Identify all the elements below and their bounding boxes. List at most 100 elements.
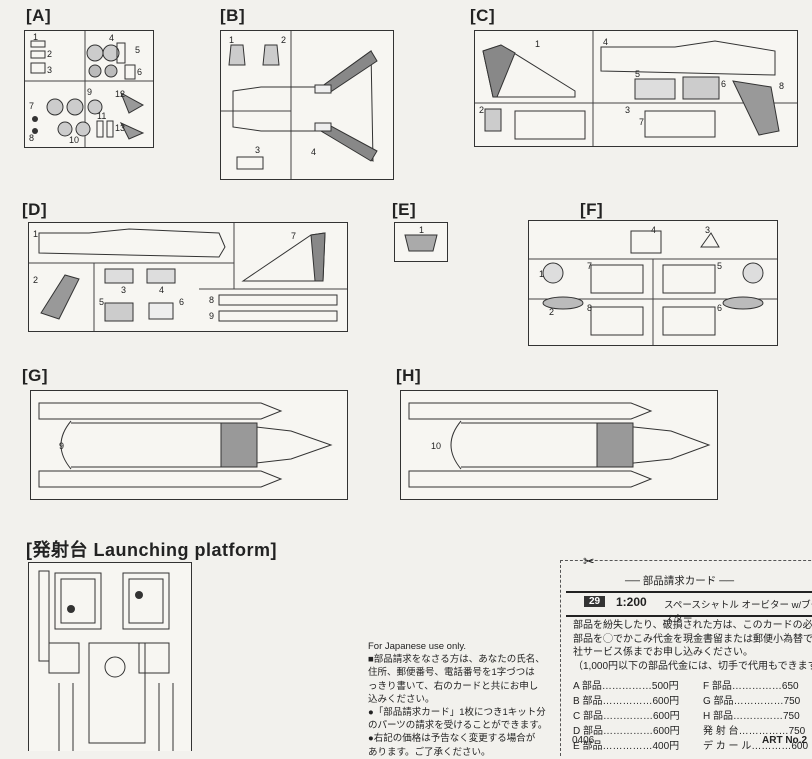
sprue-a: 1 2 3 4 5 6 7 8 9 10 11 12 13 <box>24 30 154 148</box>
sprue-d-rails <box>218 294 338 322</box>
sprue-b-part-4: 4 <box>311 147 316 157</box>
sprue-b-part-3: 3 <box>255 145 260 155</box>
sprue-b-part-1: 1 <box>229 35 234 45</box>
platform-drawing <box>38 570 174 751</box>
sprue-f: 1 2 3 4 5 6 7 8 <box>528 220 778 346</box>
japanese-note-line: ●右記の価格は予告なく変更する場合が <box>368 733 536 745</box>
sprue-c-part-8: 8 <box>779 81 784 91</box>
sprue-c-part-4: 4 <box>603 37 608 47</box>
sprue-d-part-4: 4 <box>159 285 164 295</box>
card-kit-name: スペースシャトル オービター w/ブースター <box>664 600 812 625</box>
sprue-f-part-4: 4 <box>651 225 656 235</box>
art-number: ART No.2 <box>762 735 807 746</box>
sprue-e-part-1: 1 <box>419 225 424 235</box>
sprue-b-drawing: 1 2 3 4 <box>221 31 378 179</box>
sprue-g-part-9: 9 <box>59 441 64 451</box>
sprue-a-label: [A] <box>26 6 52 25</box>
price-value: …………600 <box>751 741 809 752</box>
sprue-c-label: [C] <box>470 6 496 25</box>
price-part: D 部品 <box>573 726 603 737</box>
card-title: ── 部品請求カード ── <box>625 575 735 587</box>
sprue-a-part-13: 13 <box>115 123 125 133</box>
price-row: 発 射 台……………750 <box>703 722 805 737</box>
price-value: ……………650 <box>731 681 799 692</box>
price-row: E 部品……………400円 <box>573 737 679 752</box>
price-part: G 部品 <box>703 696 734 707</box>
sprue-a-part-1: 1 <box>33 32 38 42</box>
sprue-f-part-7: 7 <box>587 261 592 271</box>
sprue-c-part-2: 2 <box>479 105 484 115</box>
price-part: デ カ ー ル <box>703 741 752 752</box>
price-value: ……………750 <box>733 696 801 707</box>
japanese-note-line: っきり書いて、右のカードと共にお申し <box>368 680 539 692</box>
price-part: E 部品 <box>573 741 603 752</box>
sprue-g: 9 <box>30 390 348 500</box>
card-text-line: 社サービス係までお申し込みください。 <box>573 647 753 658</box>
sprue-f-part-1: 1 <box>539 269 544 279</box>
sprue-d-part-5: 5 <box>99 297 104 307</box>
price-part: H 部品 <box>703 711 733 722</box>
sprue-b-part-2: 2 <box>281 35 286 45</box>
japanese-note-line: ●「部品請求カード」1枚につき1キット分 <box>368 707 546 719</box>
sprue-h-part-10: 10 <box>431 441 441 451</box>
sprue-a-part-2: 2 <box>47 49 52 59</box>
card-text-line: 部品を◯でかこみ代金を現金書留または郵便小為替で <box>573 633 812 645</box>
sprue-d-part-2: 2 <box>33 275 38 285</box>
sprue-a-part-12: 12 <box>115 89 125 99</box>
sprue-c-part-1: 1 <box>535 39 540 49</box>
price-value: ……………600円 <box>602 696 680 707</box>
sprue-d-label: [D] <box>22 200 48 219</box>
sprue-c-part-6: 6 <box>721 79 726 89</box>
sprue-e: 1 <box>394 222 448 262</box>
sprue-d-part-7: 7 <box>291 231 296 241</box>
card-scale: 1:200 <box>616 595 647 609</box>
sprue-c-part-3: 3 <box>625 105 630 115</box>
sprue-c-drawing: 1 2 3 4 5 6 7 8 <box>475 31 797 146</box>
price-value: ……………500円 <box>601 681 679 692</box>
price-row: G 部品……………750 <box>703 692 800 707</box>
sprue-d-part-8: 8 <box>209 295 214 305</box>
platform-sprue <box>28 562 192 751</box>
price-row: D 部品……………600円 <box>573 722 680 737</box>
price-row: デ カ ー ル…………600 <box>703 737 808 752</box>
japanese-note-line: のパーツの請求を受けることができます。 <box>368 720 548 732</box>
price-part: C 部品 <box>573 711 603 722</box>
sprue-a-part-11: 11 <box>97 111 106 121</box>
price-part: F 部品 <box>703 681 732 692</box>
card-text-line: 部品を紛失したり、破損された方は、このカードの必 <box>573 620 812 631</box>
japanese-note-line: あります。ご了承ください。 <box>368 746 491 758</box>
sprue-d-part-6: 6 <box>179 297 184 307</box>
sprue-f-part-5: 5 <box>717 261 722 271</box>
sprue-a-part-6: 6 <box>137 67 142 77</box>
sprue-a-part-8: 8 <box>29 133 34 143</box>
sprue-g-drawing: 9 <box>38 402 333 488</box>
sprue-f-part-2: 2 <box>549 307 554 317</box>
sprue-h-label: [H] <box>396 366 422 385</box>
sprue-f-drawing: 1 2 3 4 5 6 7 8 <box>529 225 777 345</box>
sprue-a-part-9: 9 <box>87 87 92 97</box>
sprue-a-drawing: 1 2 3 4 5 6 7 8 9 10 11 12 13 <box>25 31 153 147</box>
sprue-e-drawing: 1 <box>404 225 438 252</box>
sprue-a-part-5: 5 <box>135 45 140 55</box>
card-instructions: 部品を紛失したり、破損された方は、このカードの必 部品を◯でかこみ代金を現金書留… <box>573 619 812 673</box>
japanese-note-line: 込みください。 <box>368 693 435 705</box>
price-row: H 部品……………750 <box>703 707 800 722</box>
sprue-d-part-3: 3 <box>121 285 126 295</box>
sprue-a-part-7: 7 <box>29 101 34 111</box>
price-row: B 部品……………600円 <box>573 692 679 707</box>
japanese-note-line: 住所、郵便番号、電話番号を1字づつは <box>368 667 535 679</box>
sprue-c-part-7: 7 <box>639 117 644 127</box>
sprue-d-part-1: 1 <box>33 229 38 239</box>
price-row: A 部品……………500円 <box>573 677 679 692</box>
price-part: B 部品 <box>573 696 603 707</box>
price-row: C 部品……………600円 <box>573 707 680 722</box>
card-header: 29 1:200 スペースシャトル オービター w/ブースター <box>566 591 812 625</box>
scissors-icon: ✂ <box>583 553 595 569</box>
sprue-a-part-3: 3 <box>47 65 52 75</box>
sprue-h: 10 <box>400 390 718 500</box>
sprue-f-part-8: 8 <box>587 303 592 313</box>
sprue-g-label: [G] <box>22 366 49 385</box>
price-value: ……………600円 <box>603 726 680 737</box>
price-part: 発 射 台 <box>703 726 739 737</box>
japanese-note-line: ■部品請求をなさる方は、あなたの氏名、 <box>368 654 545 666</box>
